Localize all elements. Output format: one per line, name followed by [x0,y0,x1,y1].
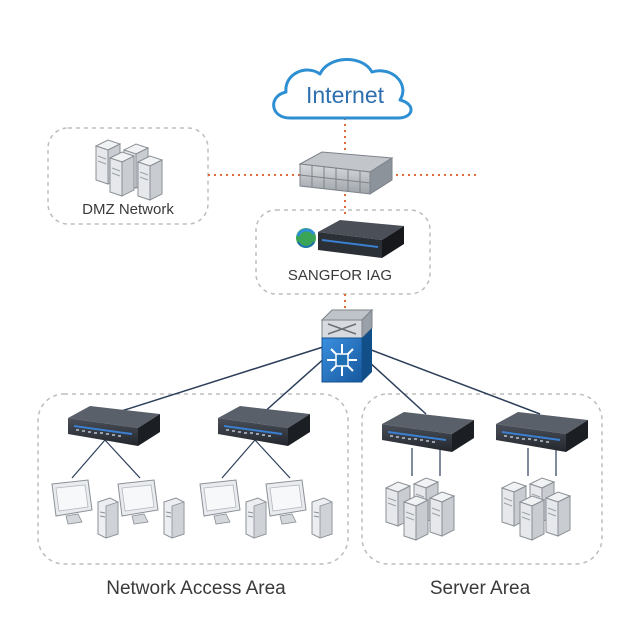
access-links [71,439,557,479]
network-access-area-box [37,393,349,565]
access-switch-icon [495,411,589,453]
iag-box [255,209,431,295]
workstation-icon [199,479,267,539]
server-icon [501,477,571,541]
access-switch-icon [67,405,161,447]
firewall-icon [298,151,394,195]
dmz-server-icon [95,139,163,201]
access-switch-icon [217,405,311,447]
workstation-icon [117,479,185,539]
sangfor-iag-label: SANGFOR IAG [288,267,392,284]
cloud-icon [272,58,413,120]
core-server-switch-2-link [344,339,541,415]
server-icon [385,477,455,541]
dmz-network-label: DMZ Network [82,201,174,218]
core-access-switch-1-link [111,339,346,415]
server-area-box [361,393,603,565]
workstation-icon [265,479,333,539]
access-switch-icon [381,411,475,453]
network-access-area-label: Network Access Area [106,578,286,599]
server-area-label: Server Area [430,578,531,599]
internet-label: Internet [306,82,385,108]
workstation-icon [51,479,119,539]
sangfor-iag-appliance-icon [296,220,404,258]
core-switch-icon [320,308,374,383]
